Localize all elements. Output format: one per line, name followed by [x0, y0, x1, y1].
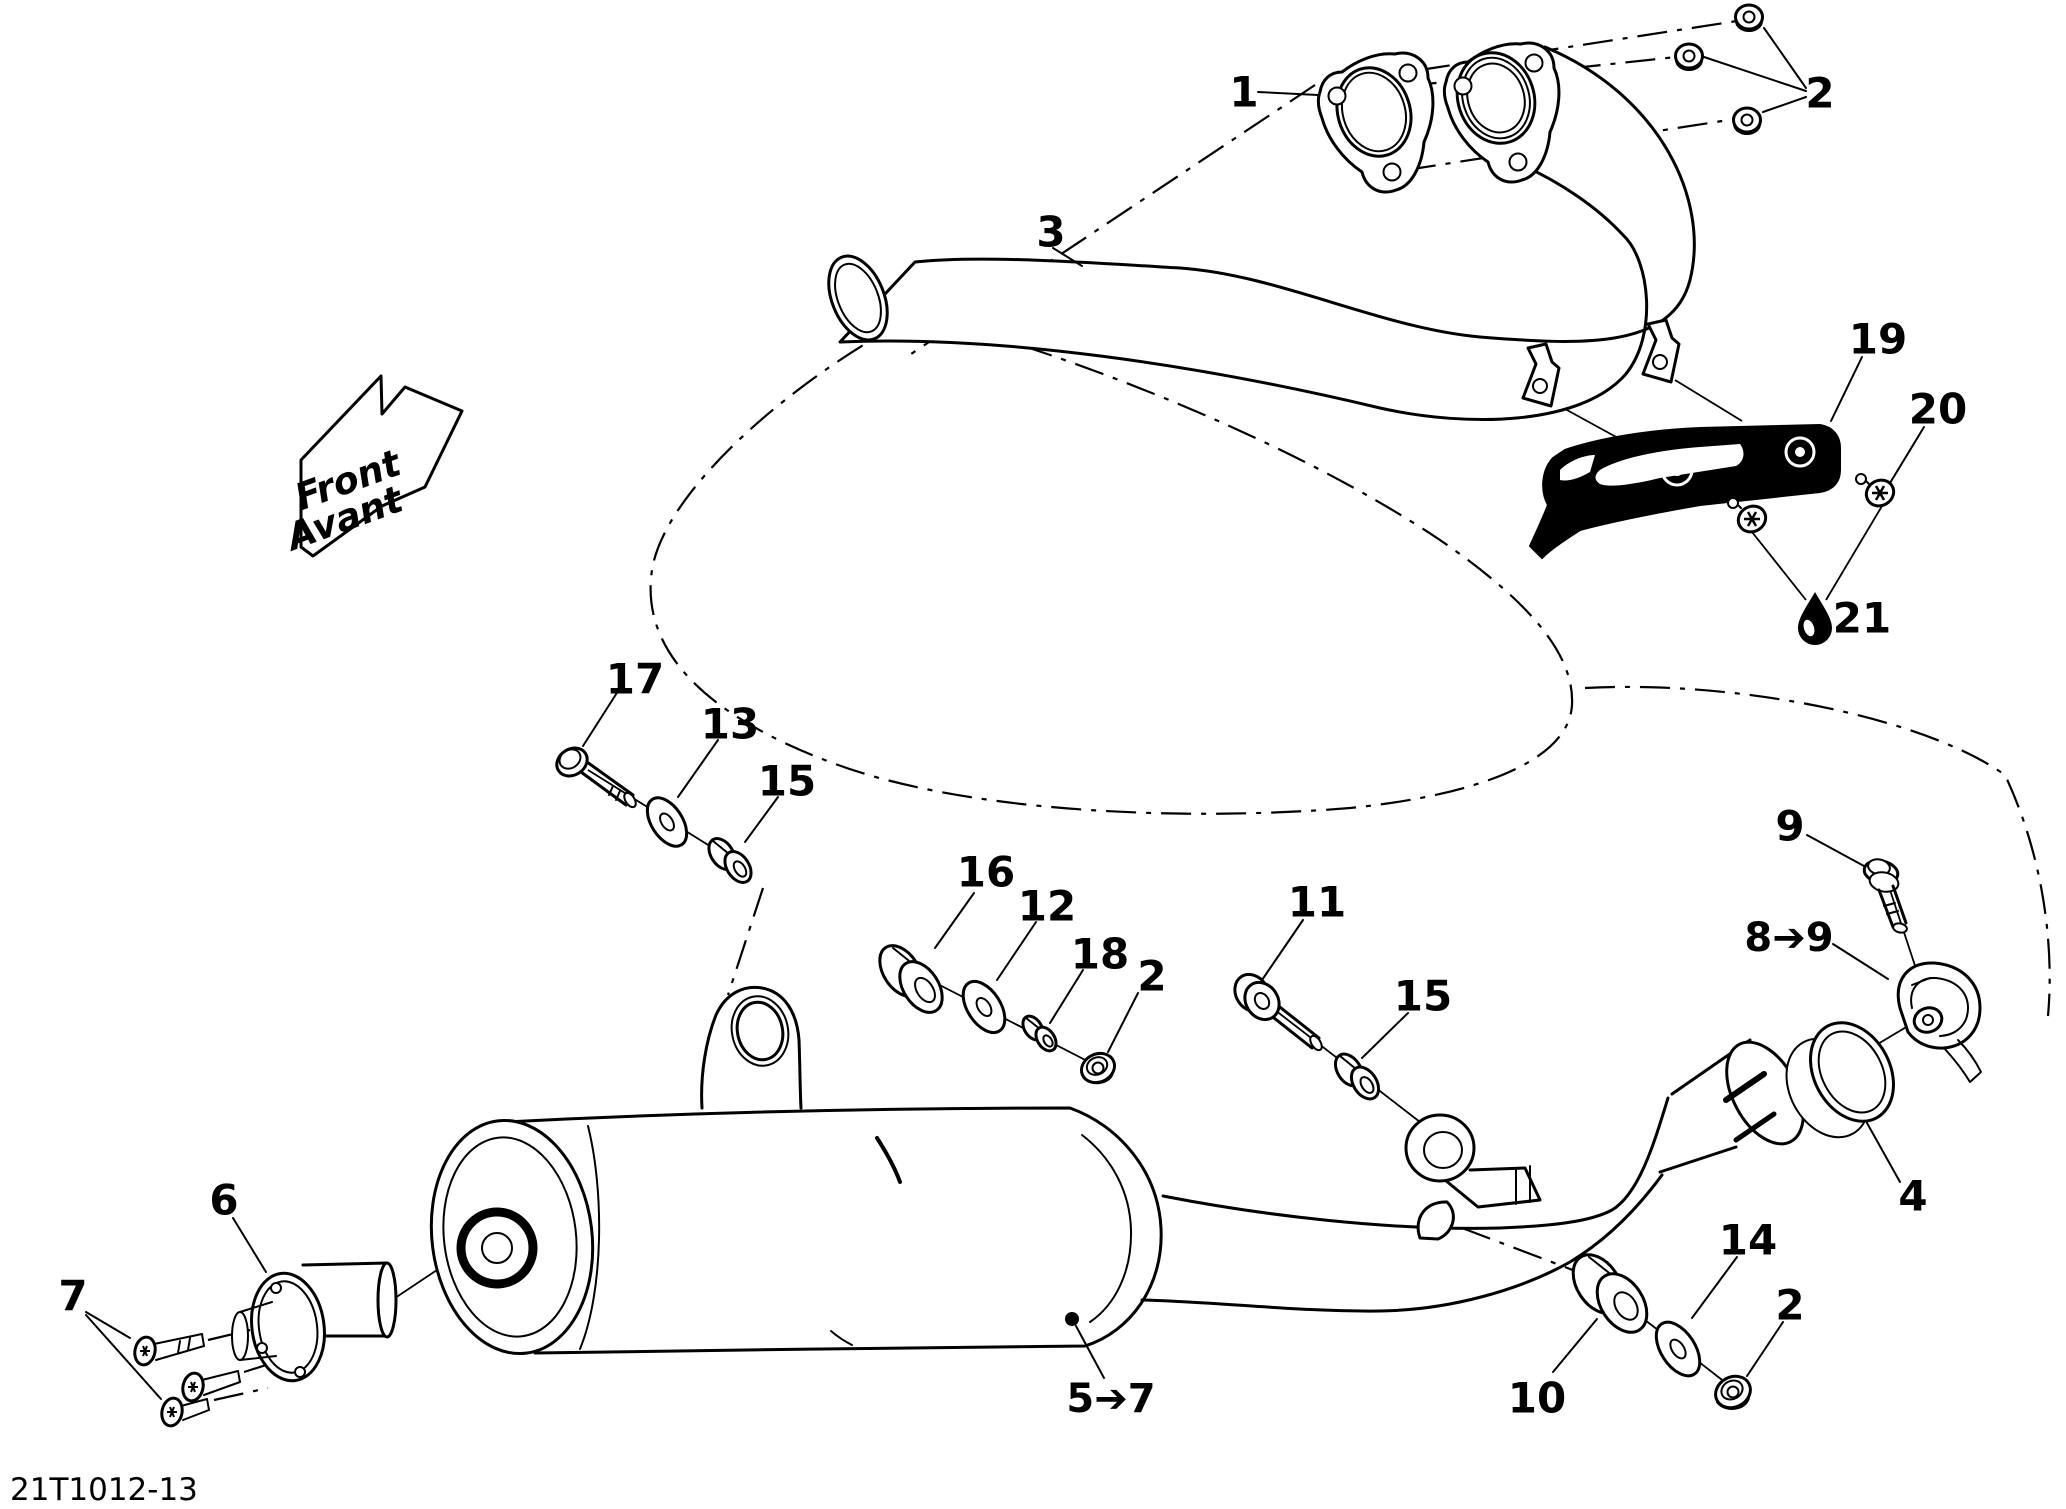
pipe-clamp-tab: [1641, 318, 1681, 384]
rubber-grommet: [878, 944, 944, 1014]
callout-12: 12: [1018, 882, 1076, 931]
callout-10: 10: [1508, 1374, 1566, 1423]
exhaust-head-pipe: [827, 41, 1696, 422]
pipe-seal-ring: [1785, 1021, 1895, 1139]
callout-2-mid: 2: [1137, 952, 1166, 1001]
callout-13: 13: [701, 700, 759, 749]
flange-nut: [1674, 42, 1704, 71]
frame-reference-tail: [1584, 685, 2051, 1017]
front-direction-arrow: Front Avant: [278, 374, 464, 560]
callout-2-bottom: 2: [1775, 1281, 1804, 1330]
callout-leader-lines: [85, 27, 1925, 1400]
alignment-dashdot-lines: [207, 19, 2051, 1402]
flat-washer: [645, 796, 689, 848]
callout-7: 7: [58, 1272, 87, 1321]
flange-nut: [1714, 1374, 1752, 1410]
bracket-bolt-stack: [1233, 972, 1381, 1101]
flange-nut: [1079, 1051, 1117, 1085]
muffler-outlet-ring: [456, 1207, 538, 1289]
engine-support-bracket: [1528, 423, 1841, 560]
spacer-bushing: [707, 837, 753, 884]
callout-3: 3: [1036, 208, 1065, 257]
pipe-clamp-tab: [1521, 342, 1561, 408]
mid-pipe-top-edge: [1161, 1096, 1670, 1230]
callout-17: 17: [606, 655, 664, 704]
torx-screw: [133, 1333, 205, 1367]
flat-washer: [961, 979, 1007, 1035]
muffler-mount-stack: [878, 944, 1117, 1085]
callout-8-to-9: 8➔9: [1744, 915, 1833, 961]
flange-bolt: [555, 746, 637, 809]
rear-hanger-stack: [1571, 1253, 1752, 1410]
head-pipe-open-end: [827, 254, 889, 342]
pipe-support-bracket: [1404, 1113, 1542, 1209]
muffler: [429, 985, 1163, 1356]
tip-flange: [250, 1271, 326, 1383]
torx-screw: [1855, 473, 1896, 508]
exhaust-gasket: [1316, 51, 1435, 194]
rubber-grommet: [1571, 1253, 1649, 1334]
tail-pipe-tip: [231, 1261, 398, 1383]
frame-reference-loop: [649, 312, 1574, 815]
callout-labels: 1 2 3 19 20 21 17 13 15 16 12 18 2 11 15…: [58, 68, 1967, 1423]
bracket-screws: [1727, 473, 1896, 645]
callout-19: 19: [1849, 315, 1907, 364]
callout-11: 11: [1288, 878, 1346, 927]
mid-pipe-bottom-edge: [1140, 1173, 1664, 1313]
torx-screw: [160, 1396, 210, 1428]
callout-15-lower: 15: [1394, 972, 1452, 1021]
torx-screw: [1727, 497, 1768, 534]
callout-18: 18: [1071, 930, 1129, 979]
flange-nut: [1734, 3, 1764, 32]
callout-15-upper: 15: [758, 757, 816, 806]
callout-9: 9: [1775, 802, 1804, 851]
torx-screw: [181, 1370, 241, 1403]
callout-4: 4: [1898, 1172, 1927, 1221]
callout-2-top: 2: [1805, 69, 1834, 118]
mid-pipe-assembly: [1140, 858, 1982, 1313]
callout-20: 20: [1909, 385, 1967, 434]
flat-washer: [1654, 1320, 1702, 1378]
muffler-reference-dot: [1065, 1312, 1079, 1326]
head-pipe-body: [838, 45, 1696, 422]
tip-cylinder-end: [376, 1261, 398, 1339]
tip-screws: [133, 1333, 241, 1428]
callout-21: 21: [1833, 594, 1891, 643]
pipe-hook-tab: [1416, 1200, 1455, 1241]
muffler-body: [503, 1106, 1163, 1355]
callout-6: 6: [209, 1176, 238, 1225]
callout-1: 1: [1229, 68, 1258, 117]
lubricant-droplet-icon: [1798, 592, 1832, 645]
flange-nut: [1732, 106, 1762, 135]
spacer-bushing: [1021, 1014, 1058, 1053]
callout-16: 16: [957, 848, 1015, 897]
callout-14: 14: [1719, 1216, 1777, 1265]
hanger-bolt-stack: [555, 746, 753, 884]
flange-nuts-top: [1674, 3, 1764, 135]
callout-5-to-7: 5➔7: [1066, 1376, 1155, 1422]
clamp-bolt: [1862, 858, 1908, 934]
muffler-end-cap: [429, 1118, 595, 1356]
drawing-code: 21T1012-13: [10, 1472, 198, 1508]
socket-head-bolt: [1233, 972, 1323, 1052]
exhaust-clamp: [1896, 961, 1982, 1083]
muffler-hanger-bracket: [700, 985, 803, 1110]
spacer-bushing: [1333, 1052, 1381, 1101]
